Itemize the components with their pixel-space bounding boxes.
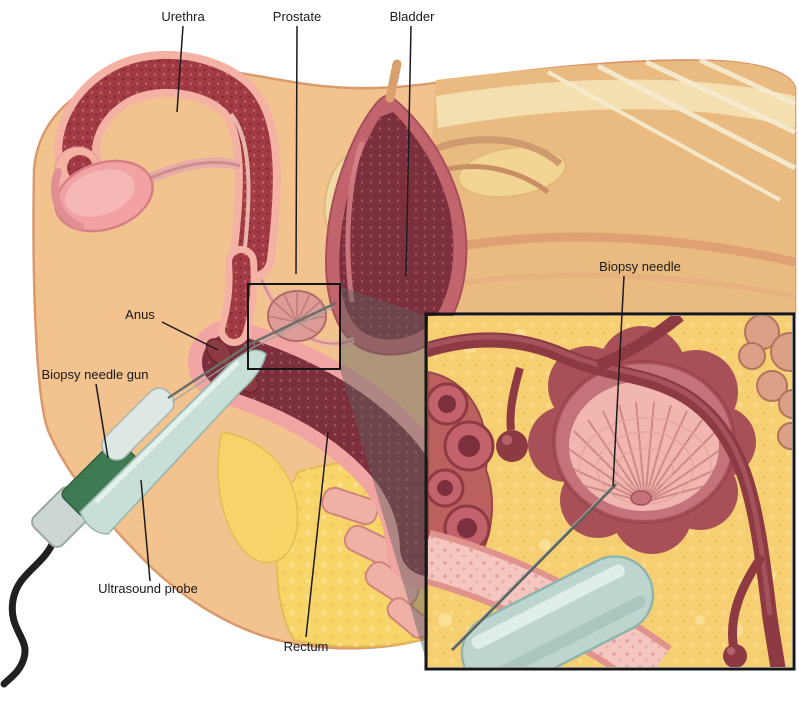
rectum-leader-line (305, 431, 329, 638)
vas-deferens-2 (435, 164, 550, 195)
inset-blood-vessels (428, 316, 786, 667)
tissue-striations (547, 57, 797, 202)
biopsy-needle-gun-leader-line (95, 383, 109, 459)
anus-leader-line (161, 321, 219, 351)
biopsy-needle-shaft (167, 301, 337, 400)
testicle (51, 157, 242, 233)
biopsy-needle-label: Biopsy needle (599, 258, 681, 274)
ultrasound-probe-label: Ultrasound probe (98, 580, 198, 596)
penis-cross-section (54, 50, 281, 346)
biopsy-needle-gun-label: Biopsy needle gun (41, 366, 149, 382)
bladder-label: Bladder (389, 8, 435, 24)
inset-fat-lobules (738, 316, 792, 450)
prostate-leader-line (295, 25, 298, 275)
bladder-leader-line (405, 25, 412, 277)
inset-biopsy-needle (450, 482, 618, 652)
zoom-wedge (340, 286, 428, 667)
leader-lines (95, 25, 625, 638)
urachus (385, 59, 402, 103)
perineal-fat (217, 431, 299, 564)
ultrasound-probe-assembly (0, 301, 337, 688)
pelvic-floor-muscle (429, 232, 796, 267)
urethra-label: Urethra (161, 8, 205, 24)
probe-cable (0, 536, 58, 688)
vas-deferens (430, 136, 563, 167)
inset-view (428, 316, 792, 667)
penile-urethra (229, 112, 251, 257)
inset-ultrasound-probe (460, 555, 655, 667)
pelvic-floor-muscle-2 (429, 272, 796, 299)
prostatic-urethra (630, 490, 652, 506)
anus-label: Anus (125, 306, 155, 322)
epididymis (51, 168, 84, 230)
biopsy-needle-leader-line (612, 275, 625, 487)
rectum (188, 320, 470, 590)
prostate-label: Prostate (272, 8, 322, 24)
urethra-leader-line (176, 25, 184, 113)
pelvic-cross-section (32, 50, 797, 650)
bladder (325, 59, 468, 356)
ultrasound-probe-leader-line (140, 479, 151, 582)
rectum-label: Rectum (283, 638, 329, 654)
magnifier-square (247, 283, 341, 370)
inset-border (424, 312, 796, 671)
